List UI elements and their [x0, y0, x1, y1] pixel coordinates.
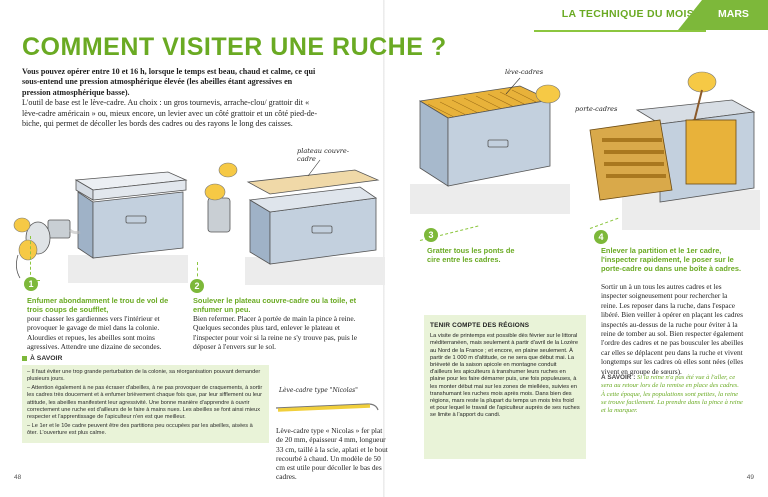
step-4-heading: Enlever la partition et le 1er cadre, l'… [601, 246, 742, 273]
scraping-frames-illustration [410, 77, 570, 214]
regions-box: TENIR COMPTE DES RÉGIONS La visite de pr… [424, 315, 586, 459]
step-3-heading: Gratter tous les ponts de cire entre les… [427, 246, 515, 264]
label-nicolas: Lève-cadre type "Nicolas" [279, 387, 358, 394]
step-2-badge: 2 [190, 279, 204, 293]
intro-body: L'outil de base est le lève-cadre. Au ch… [22, 98, 318, 129]
step-1-heading: Enfumer abondamment le trou de vol de tr… [27, 296, 169, 314]
nicolas-description: Lève-cadre type « Nicolas » fer plat de … [276, 426, 388, 482]
hive-smoker-illustration [13, 171, 188, 283]
step-4-badge: 4 [594, 230, 608, 244]
a-savoir-title-row: À SAVOIR [22, 355, 269, 362]
month-tab-label: MARS [718, 8, 749, 20]
frame-holder-illustration [589, 71, 760, 230]
page-title: COMMENT VISITER UNE RUCHE ? [22, 33, 447, 61]
step-1-body: pour chasser les gardiennes vers l'intér… [27, 314, 162, 352]
lifting-cover-illustration [204, 159, 385, 285]
a-savoir-content: – Il faut éviter une trop grande perturb… [22, 365, 269, 444]
a-savoir-box: À SAVOIR – Il faut éviter une trop grand… [22, 355, 269, 483]
label-porte-cadres: porte-cadres [575, 105, 618, 113]
step-4-body: Sortir un à un tous les autres cadres et… [601, 282, 744, 376]
section-header-label: LA TECHNIQUE DU MOIS [561, 8, 694, 20]
page-number-right: 49 [746, 474, 754, 481]
connector-line [30, 236, 31, 280]
step-3: Gratter tous les ponts de cire entre les… [427, 246, 523, 264]
step-1: Enfumer abondamment le trou de vol de tr… [27, 296, 185, 352]
a-savoir-item: – Il faut éviter une trop grande perturb… [27, 369, 261, 383]
spine-divider [383, 0, 385, 497]
regions-body: La visite de printemps est possible dès … [430, 333, 580, 419]
label-plateau: plateau couvre-cadre [297, 147, 350, 163]
label-leve-cadres: lève-cadres [505, 68, 544, 76]
a-savoir-title: À SAVOIR [30, 355, 63, 362]
queen-note-lead: À SAVOIR : [601, 374, 636, 381]
intro-bold: Vous pouvez opérer entre 10 et 16 h, lor… [22, 67, 316, 97]
regions-title: TENIR COMPTE DES RÉGIONS [430, 322, 530, 329]
step-2-heading: Soulever le plateau couvre-cadre ou la t… [193, 296, 357, 314]
a-savoir-item: – Le 1er et le 10e cadre peuvent être de… [27, 423, 253, 437]
step-1-badge: 1 [24, 277, 38, 291]
step-2: Soulever le plateau couvre-cadre ou la t… [193, 296, 365, 352]
intro-paragraph: Vous pouvez opérer entre 10 et 16 h, lor… [22, 67, 322, 129]
connector-line [197, 262, 198, 282]
step-3-badge: 3 [424, 228, 438, 242]
a-savoir-item: – Attention également à ne pas écraser d… [27, 385, 263, 421]
info-icon [22, 356, 27, 361]
queen-note-text: Si la reine n'a pas été vue à l'aller, c… [601, 374, 743, 415]
leve-cadre-tool-illustration [275, 403, 379, 412]
step-2-body: Bien refermer. Placer à portée de main l… [193, 314, 357, 352]
step-4-heading-block: Enlever la partition et le 1er cadre, l'… [601, 246, 744, 273]
page-number-left: 48 [14, 474, 22, 481]
queen-note: À SAVOIR : Si la reine n'a pas été vue à… [601, 374, 744, 415]
section-header: LA TECHNIQUE DU MOIS [534, 0, 706, 32]
